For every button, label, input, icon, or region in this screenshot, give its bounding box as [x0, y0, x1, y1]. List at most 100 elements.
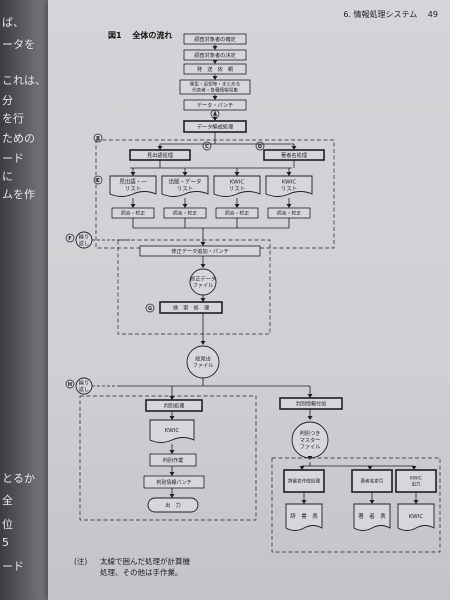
arrow-head — [291, 146, 297, 150]
list-document — [161, 175, 209, 197]
process-step-label: 調査対象者の確定 — [194, 35, 236, 43]
manual-step-label: 照合・校正 — [173, 210, 197, 217]
arrow-head — [286, 204, 292, 208]
step-marker-label: F — [68, 236, 71, 242]
master-file-label: ファイル — [193, 362, 214, 369]
arrow-head — [307, 456, 313, 460]
repeat-connector-label: 返し — [79, 240, 89, 247]
document-page: 6. 情報処理システム 49 図1 全体の流れ — [48, 0, 450, 600]
arrow-head — [413, 500, 419, 504]
figure-number: 図1 — [108, 31, 122, 40]
list-document-label: リスト — [229, 185, 246, 192]
arrow-head — [169, 416, 175, 420]
process-step-label: データ・パンチ — [197, 101, 234, 109]
arrow-head — [200, 242, 206, 246]
left-page-fragment: とるか — [2, 472, 35, 485]
arrow-head — [301, 500, 307, 504]
process-step-label: 判別情報付加 — [296, 400, 326, 407]
left-page-fragment: ード — [2, 152, 24, 165]
arrow-head — [169, 494, 175, 498]
punch-step — [139, 245, 261, 257]
arrow-head — [286, 172, 292, 176]
output-document-label: KWIC — [409, 514, 423, 520]
master-file-label: 総見出 — [195, 354, 211, 362]
process-step — [279, 397, 343, 410]
step-marker-label: B — [96, 136, 100, 142]
list-document-label: リスト — [177, 185, 194, 192]
step-marker — [210, 109, 220, 119]
step-marker-label: H — [68, 382, 72, 388]
kwic-document-label: KWIC — [165, 428, 179, 434]
step-marker — [65, 379, 75, 389]
process-step-label: 調査対象者の決定 — [194, 51, 236, 59]
left-page-fragment: に — [2, 170, 13, 183]
step-marker — [255, 141, 265, 151]
left-page-fragment: 位 — [2, 518, 13, 531]
figure-caption: 全体の流れ — [132, 31, 173, 40]
arrow-head — [200, 264, 206, 268]
region-output — [271, 457, 441, 553]
left-page-fragment: ば、 — [2, 16, 24, 29]
step-marker — [93, 175, 103, 185]
process-step-label: 代表者・各種情報収集 — [192, 87, 238, 94]
arrow-head — [367, 466, 373, 470]
manual-step-label: 判別作業 — [163, 456, 184, 464]
kwic-document — [149, 419, 195, 443]
region-select — [79, 395, 257, 521]
output-document-label: 辞 書 表 — [290, 512, 318, 520]
arrow-head — [212, 46, 218, 50]
list-document-label: リスト — [281, 185, 298, 192]
left-page-fragment: ード — [2, 560, 24, 573]
output-terminal — [147, 497, 199, 513]
arrow-head — [200, 341, 206, 345]
list-document-label: KWIC — [282, 179, 296, 185]
process-step-label: 著者名処理 — [281, 151, 308, 159]
arrow-head — [169, 472, 175, 476]
list-document — [265, 175, 313, 197]
list-document-label: KWIC — [230, 179, 244, 185]
repeat-connector-label: 繰り — [79, 378, 89, 386]
list-document — [109, 175, 157, 197]
arrow-head — [182, 204, 188, 208]
arrow-head — [212, 96, 218, 100]
arrow-head — [182, 172, 188, 176]
step-marker — [145, 303, 155, 313]
arrow-head — [130, 172, 136, 176]
punch-step-label: 修正データ追加・パンチ — [171, 247, 228, 255]
process-step-label: 辞書表作成処理 — [288, 478, 321, 485]
figure-title: 図1 全体の流れ — [108, 30, 180, 41]
left-page-fragment: ための — [2, 132, 35, 145]
list-document-label: 出版・データ — [168, 177, 201, 185]
note-line: 太線で囲んだ処理が計算機 — [100, 557, 190, 566]
process-step — [159, 301, 223, 314]
dictionary-file-label: ファイル — [300, 444, 321, 451]
arrow-head — [411, 466, 417, 470]
left-page-fragment: これは、 — [2, 74, 46, 87]
region-revision — [117, 239, 271, 335]
process-step — [145, 399, 203, 412]
running-header: 6. 情報処理システム 49 — [343, 10, 438, 19]
repeat-connector-label: 繰り — [79, 232, 89, 240]
left-page-fragment: 分 — [2, 94, 13, 107]
arrow-head — [307, 416, 313, 420]
step-marker-label: C — [205, 144, 209, 150]
process-step-label: 著者名索引 — [361, 478, 384, 485]
left-page-fragment: 全 — [2, 494, 13, 507]
output-document — [397, 503, 435, 531]
arrow-head — [200, 298, 206, 302]
punch-step-label: 判別情報パンチ — [156, 479, 191, 486]
manual-step-label: 照合・校正 — [225, 210, 249, 217]
process-step-label: 出力 — [411, 481, 421, 488]
arrow-head — [369, 500, 375, 504]
figure-note: (注) 太線で囲んだ処理が計算機処理、その他は手作業。 — [74, 556, 190, 578]
arrow-head — [307, 394, 313, 398]
arrow-head — [169, 450, 175, 454]
repeat-connector-label: 返し — [79, 386, 89, 393]
process-step-label: 発 送 依 頼 — [197, 65, 234, 73]
step-marker-label: G — [148, 306, 152, 312]
punch-step — [143, 475, 205, 489]
note-text: 太線で囲んだ処理が計算機処理、その他は手作業。 — [100, 556, 190, 578]
revision-file-label: ファイル — [193, 282, 214, 289]
list-document-label: 見出語・一 — [119, 177, 147, 185]
